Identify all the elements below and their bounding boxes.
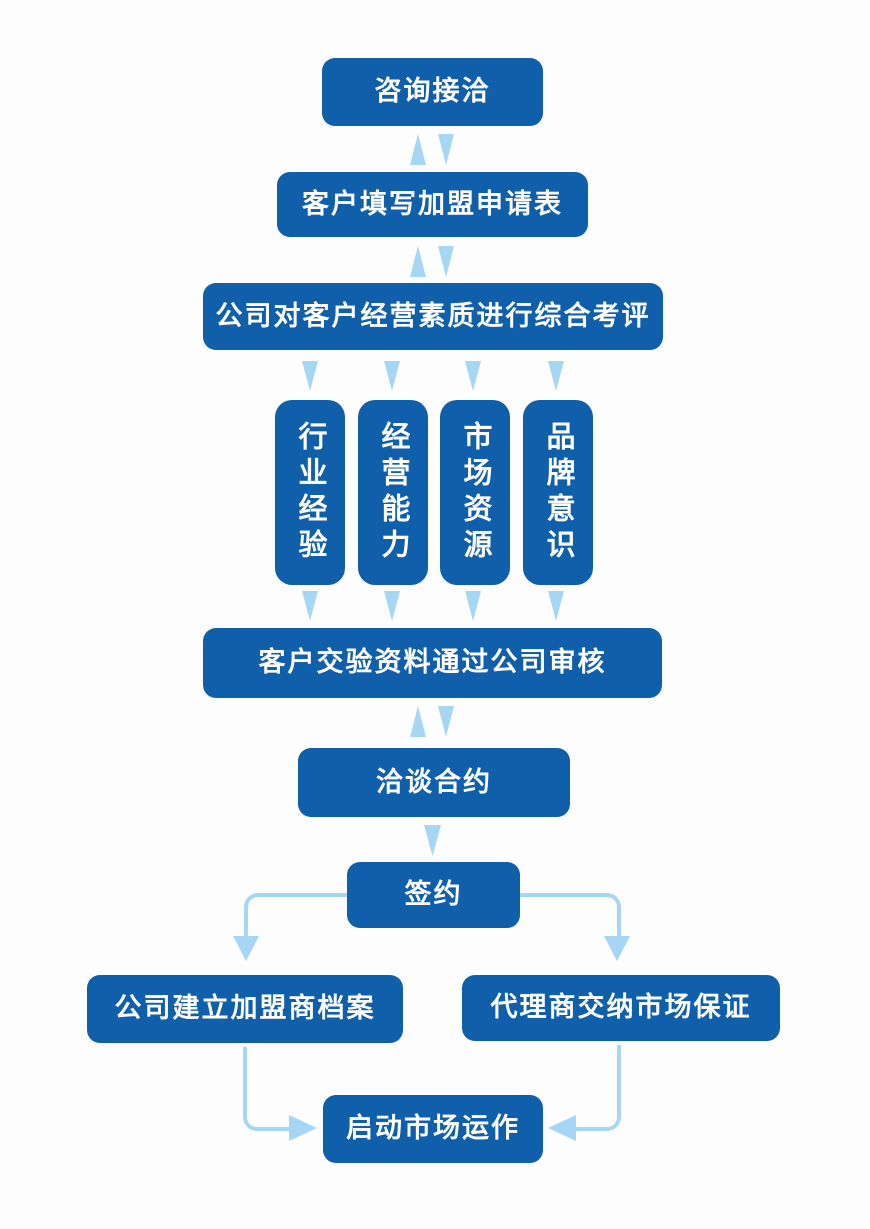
arrow-down-icon <box>384 361 400 391</box>
arrow-left-icon <box>548 1115 576 1141</box>
node-criterion-market-resources: 市场资源 <box>440 400 510 585</box>
arrow-down-icon <box>548 361 564 391</box>
elbow-connector-bottom-left <box>243 1047 291 1131</box>
node-launch: 启动市场运作 <box>323 1095 543 1163</box>
arrow-down-icon <box>302 361 318 391</box>
node-criterion-business-ability: 经营能力 <box>358 400 428 585</box>
arrow-down-icon <box>604 936 630 961</box>
arrow-up-icon <box>410 134 426 165</box>
arrow-down-icon <box>438 246 454 277</box>
node-consult: 咨询接洽 <box>322 58 543 126</box>
node-criterion-industry-experience: 行业经验 <box>275 400 345 585</box>
arrow-down-icon <box>424 825 441 856</box>
elbow-connector-bottom-right <box>572 1045 621 1131</box>
arrow-down-icon <box>548 591 564 621</box>
arrow-down-icon <box>438 706 454 737</box>
arrow-down-icon <box>438 134 454 165</box>
arrow-down-icon <box>384 591 400 621</box>
bidirectional-arrows <box>410 706 454 737</box>
bidirectional-arrows <box>410 134 454 165</box>
arrow-down-icon <box>465 591 481 621</box>
node-deposit: 代理商交纳市场保证 <box>462 975 780 1041</box>
arrow-up-icon <box>410 246 426 277</box>
arrow-down-icon <box>465 361 481 391</box>
node-archive: 公司建立加盟商档案 <box>87 975 403 1043</box>
arrow-down-icon <box>302 591 318 621</box>
arrow-up-icon <box>410 706 426 737</box>
elbow-connector-left <box>244 893 347 937</box>
node-evaluate: 公司对客户经营素质进行综合考评 <box>203 283 663 350</box>
arrow-down-icon <box>233 936 259 961</box>
node-criterion-brand-awareness: 品牌意识 <box>523 400 593 585</box>
node-review: 客户交验资料通过公司审核 <box>203 628 662 698</box>
node-sign: 签约 <box>347 862 520 928</box>
node-apply: 客户填写加盟申请表 <box>277 172 588 237</box>
bidirectional-arrows <box>410 246 454 277</box>
node-negotiate: 洽谈合约 <box>298 748 570 817</box>
arrow-right-icon <box>289 1115 317 1141</box>
elbow-connector-right <box>520 893 621 937</box>
